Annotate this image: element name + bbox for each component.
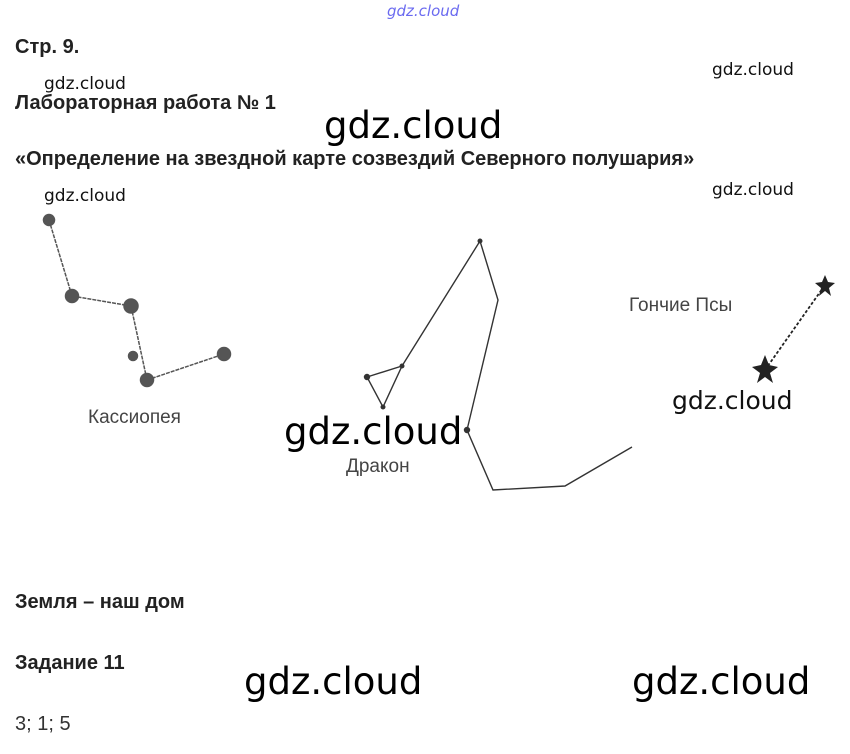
cassiopeia-label: Кассиопея: [88, 407, 181, 428]
star: [216, 346, 232, 362]
page-number: Стр. 9.: [15, 36, 80, 58]
watermark-medium: gdz.cloud: [672, 386, 793, 415]
draco-constellation: [363, 238, 633, 491]
draco-label: Дракон: [346, 456, 410, 477]
star: [123, 298, 139, 314]
section-title: Земля – наш дом: [15, 591, 185, 613]
cassiopeia-lines: [48, 219, 225, 381]
watermark-big: gdz.cloud: [244, 660, 423, 703]
star: [815, 275, 835, 296]
watermark-small: gdz.cloud: [44, 74, 126, 94]
canes-venatici-constellation: [752, 275, 835, 383]
cassiopeia-constellation: [42, 213, 232, 388]
lab-subtitle: «Определение на звездной карте созвездий…: [15, 148, 695, 170]
canes-venatici-label: Гончие Псы: [629, 295, 733, 316]
star: [752, 355, 778, 383]
star: [42, 213, 56, 227]
task-answer: 3; 1; 5: [15, 713, 71, 735]
watermark-top: gdz.cloud: [387, 2, 460, 20]
star: [139, 372, 155, 388]
star: [477, 238, 483, 244]
star: [380, 404, 386, 410]
watermark-big: gdz.cloud: [324, 104, 503, 147]
star: [363, 373, 371, 381]
star: [399, 363, 405, 369]
watermark-small: gdz.cloud: [712, 60, 794, 80]
watermark-big: gdz.cloud: [632, 660, 811, 703]
watermark-small: gdz.cloud: [712, 180, 794, 200]
lab-title: Лабораторная работа № 1: [15, 92, 276, 114]
star: [463, 426, 471, 434]
watermark-small: gdz.cloud: [44, 186, 126, 206]
star: [64, 288, 80, 304]
watermark-big: gdz.cloud: [284, 410, 463, 453]
draco-head: [365, 364, 404, 409]
star: [127, 350, 139, 362]
canes-venatici-line: [764, 284, 826, 371]
task-title: Задание 11: [15, 652, 125, 674]
